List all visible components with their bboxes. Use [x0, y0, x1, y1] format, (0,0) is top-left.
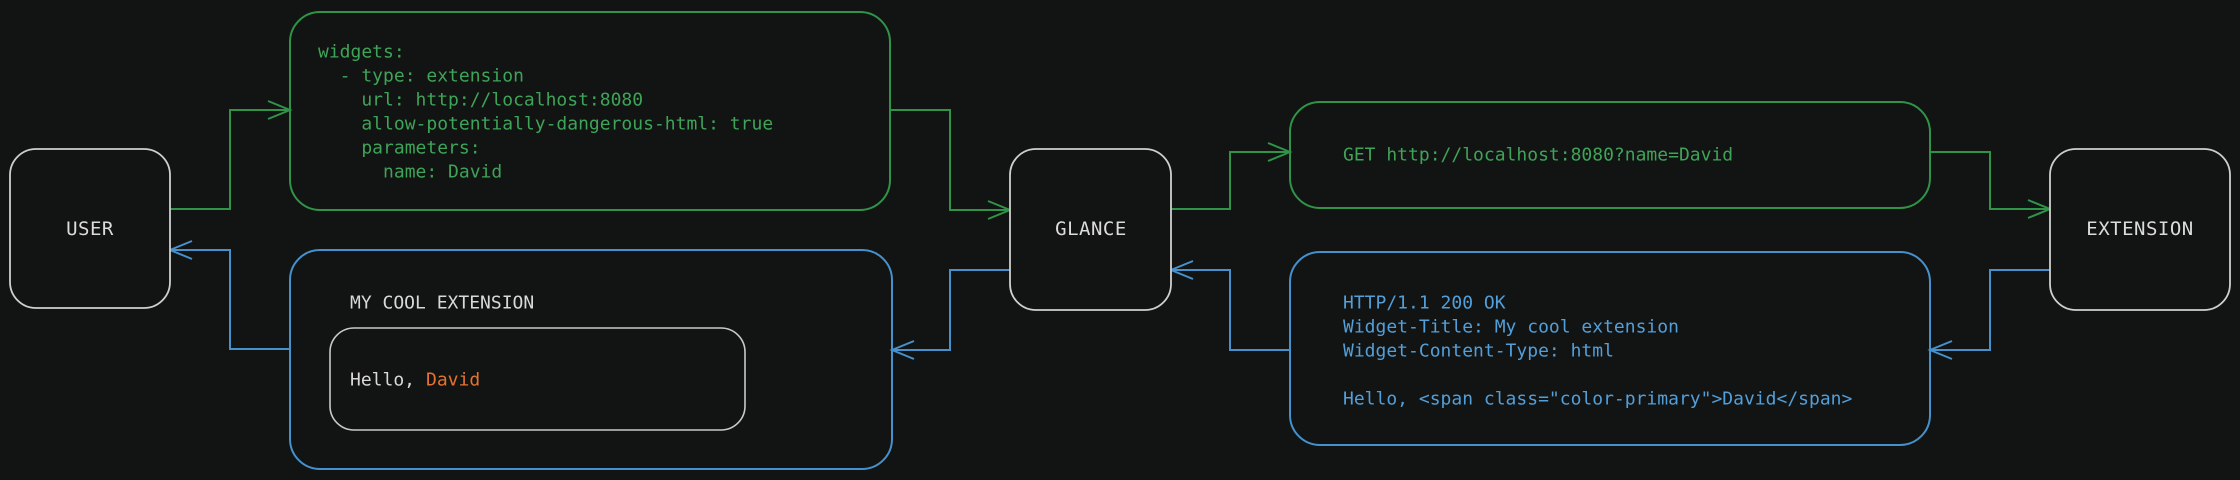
config-line: - type: extension — [318, 66, 524, 87]
response-line: Widget-Content-Type: html — [1343, 341, 1614, 362]
config-line: parameters: — [318, 138, 481, 159]
response-line: Hello, <span class="color-primary">David… — [1343, 389, 1852, 410]
config-line: name: David — [318, 162, 502, 183]
arrow-config-to-glance — [890, 109, 1013, 220]
arrow-request-to-extension — [1930, 151, 2053, 219]
widget-block-box — [289, 249, 893, 470]
widget-title: MY COOL EXTENSION — [350, 293, 534, 314]
extension-node-label: EXTENSION — [2086, 218, 2193, 240]
extension-node — [2049, 148, 2231, 311]
arrow-glance-to-widget — [889, 269, 1010, 360]
arrow-glance-to-request — [1171, 142, 1293, 210]
config-line: allow-potentially-dangerous-html: true — [318, 114, 773, 135]
arrow-user-to-config — [170, 100, 293, 210]
request-block-box — [1289, 101, 1931, 209]
config-block-box — [289, 11, 891, 211]
response-line: Widget-Title: My cool extension — [1343, 317, 1679, 338]
user-node-label: USER — [66, 218, 114, 240]
request-text: GET http://localhost:8080?name=David — [1343, 145, 1733, 166]
glance-node-label: GLANCE — [1055, 218, 1127, 240]
config-line: widgets: — [318, 42, 405, 63]
arrow-response-to-glance — [1168, 260, 1290, 351]
response-line: HTTP/1.1 200 OK — [1343, 293, 1506, 314]
response-block-code: HTTP/1.1 200 OK Widget-Title: My cool ex… — [1343, 293, 1852, 410]
config-line: url: http://localhost:8080 — [318, 90, 643, 111]
glance-node — [1009, 148, 1172, 311]
widget-greeting-name: David — [426, 370, 480, 391]
arrow-extension-to-response — [1927, 269, 2050, 360]
response-block-box — [1289, 251, 1931, 446]
config-block-code: widgets: - type: extension url: http://l… — [318, 42, 773, 183]
widget-greeting-prefix: Hello, — [350, 370, 415, 391]
user-node — [9, 148, 171, 309]
arrow-widget-to-user — [167, 240, 290, 350]
widget-inner-box — [329, 327, 746, 431]
